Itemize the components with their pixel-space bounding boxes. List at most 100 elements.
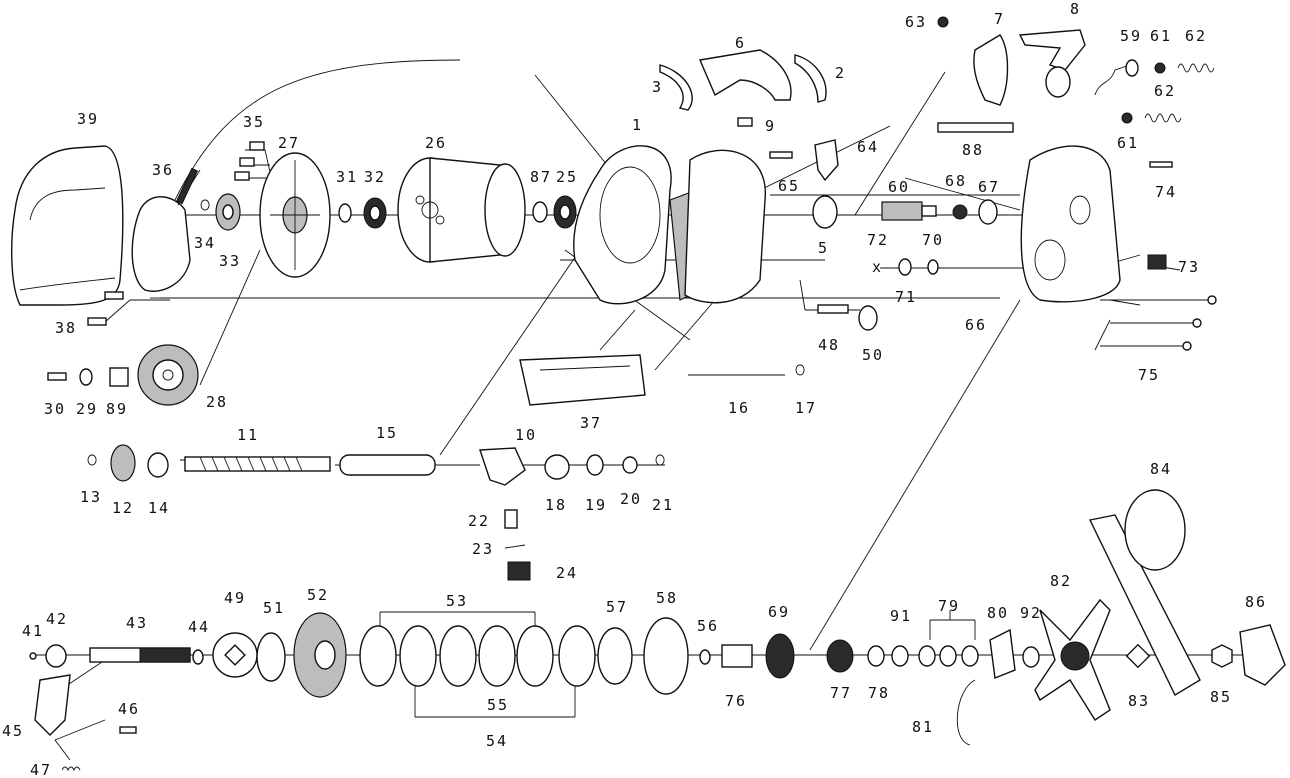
part-61-washer-top xyxy=(1154,62,1166,74)
part-7-pawl-arm xyxy=(973,34,1009,106)
part-78-washer xyxy=(867,645,885,667)
callout-73: 73 xyxy=(1178,258,1200,276)
callout-50: 50 xyxy=(862,346,884,364)
part-83-nut-plate xyxy=(1125,643,1151,669)
callout-28: 28 xyxy=(206,393,228,411)
callout-17: 17 xyxy=(795,399,817,417)
callout-10: 10 xyxy=(515,426,537,444)
part-42-bearing xyxy=(45,644,67,668)
part-9-screw xyxy=(737,117,753,127)
part-60-pinion xyxy=(881,201,937,221)
callout-86: 86 xyxy=(1245,593,1267,611)
part-57-washer xyxy=(597,627,633,685)
part-88-rod xyxy=(937,122,1014,133)
part-1-frame xyxy=(573,145,766,305)
part-68-yoke xyxy=(952,204,968,220)
part-11-worm-shaft xyxy=(184,456,331,472)
part-62-spring-bottom xyxy=(1144,113,1182,123)
callout-77: 77 xyxy=(830,684,852,702)
part-91-washer xyxy=(891,645,909,667)
callout-55: 55 xyxy=(487,696,509,714)
callout-27: 27 xyxy=(278,134,300,152)
callout-25: 25 xyxy=(556,168,578,186)
part-14-bushing xyxy=(147,452,169,478)
callout-35: 35 xyxy=(243,113,265,131)
callout-58: 58 xyxy=(656,589,678,607)
callout-49: 49 xyxy=(224,589,246,607)
callout-53: 53 xyxy=(446,592,468,610)
part-36-plate xyxy=(131,167,201,292)
callout-65: 65 xyxy=(778,177,800,195)
callout-61-top: 61 xyxy=(1150,27,1172,45)
callout-21: 21 xyxy=(652,496,674,514)
part-84-handle xyxy=(1088,489,1201,696)
part-55-drag-washer xyxy=(478,625,516,687)
callout-41: 41 xyxy=(22,622,44,640)
callout-76: 76 xyxy=(725,692,747,710)
callout-48: 48 xyxy=(818,336,840,354)
part-25-bearing xyxy=(553,195,577,229)
callout-60: 60 xyxy=(888,178,910,196)
callout-15: 15 xyxy=(376,424,398,442)
callout-68: 68 xyxy=(945,172,967,190)
part-74-screw xyxy=(1149,161,1173,168)
callout-61-bottom: 61 xyxy=(1117,134,1139,152)
callout-63: 63 xyxy=(905,13,927,31)
callout-66: 66 xyxy=(965,316,987,334)
part-67-bearing xyxy=(978,199,998,225)
part-30-screw xyxy=(47,372,67,381)
part-17-clip xyxy=(795,364,805,376)
callout-87: 87 xyxy=(530,168,552,186)
callout-46: 46 xyxy=(118,700,140,718)
callout-22: 22 xyxy=(468,512,490,530)
part-47-spring xyxy=(61,766,81,772)
callout-84: 84 xyxy=(1150,460,1172,478)
part-10-line-guide xyxy=(479,447,526,486)
callout-31: 31 xyxy=(336,168,358,186)
part-73-clip xyxy=(1147,254,1167,270)
svg-text:x: x xyxy=(872,258,883,276)
part-85-nut xyxy=(1211,644,1233,668)
callout-1: 1 xyxy=(632,116,643,134)
part-53-drag-washers xyxy=(359,625,554,687)
callout-52: 52 xyxy=(307,586,329,604)
part-32-bearing xyxy=(363,197,387,229)
part-64-lever xyxy=(814,139,839,182)
part-63-nut xyxy=(937,16,949,28)
part-81-clip xyxy=(956,679,976,746)
part-24-cap xyxy=(507,561,531,581)
callout-2: 2 xyxy=(835,64,846,82)
part-52-main-gear xyxy=(293,612,347,698)
callout-85: 85 xyxy=(1210,688,1232,706)
part-2-bracket xyxy=(794,54,827,103)
callout-51: 51 xyxy=(263,599,285,617)
part-70-washer xyxy=(927,259,939,275)
part-44-washer xyxy=(192,649,204,665)
part-15-tube xyxy=(339,454,436,476)
part-56-washer xyxy=(699,649,711,665)
part-3-bracket xyxy=(659,64,693,111)
callout-69: 69 xyxy=(768,603,790,621)
callout-71: 71 xyxy=(895,288,917,306)
callout-44: 44 xyxy=(188,618,210,636)
part-72-x: x xyxy=(872,258,883,276)
part-18-bushing xyxy=(544,454,570,480)
callout-29: 29 xyxy=(76,400,98,418)
part-49-ratchet xyxy=(212,632,258,678)
callout-16: 16 xyxy=(728,399,750,417)
callout-14: 14 xyxy=(148,499,170,517)
part-38-screws xyxy=(87,291,124,326)
callout-43: 43 xyxy=(126,614,148,632)
part-29-washer xyxy=(79,368,93,386)
part-39-side-cover xyxy=(11,145,124,306)
callout-12: 12 xyxy=(112,499,134,517)
callout-59: 59 xyxy=(1120,27,1142,45)
part-19-washer xyxy=(586,454,604,476)
callout-72: 72 xyxy=(867,231,889,249)
part-31-washer xyxy=(338,203,352,223)
callout-56: 56 xyxy=(697,617,719,635)
callout-5: 5 xyxy=(818,239,829,257)
callout-42: 42 xyxy=(46,610,68,628)
part-59-spring-clip xyxy=(1094,59,1139,96)
callout-80: 80 xyxy=(987,604,1009,622)
